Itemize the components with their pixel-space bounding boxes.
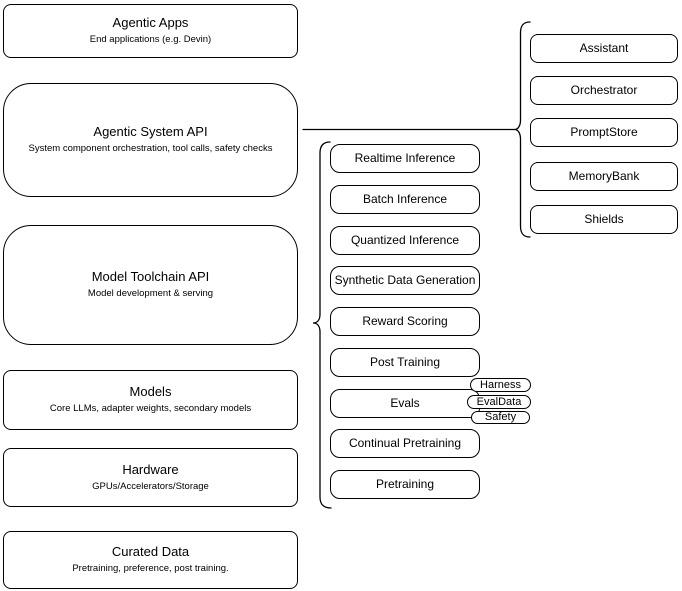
box-agentic-system-api: Agentic System API System component orch…: [3, 83, 298, 197]
node-subtitle: Core LLMs, adapter weights, secondary mo…: [49, 403, 252, 414]
toolchain-item-quantized-inference: Quantized Inference: [330, 226, 480, 255]
component-orchestrator: Orchestrator: [530, 76, 678, 105]
node-title: Curated Data: [111, 544, 190, 560]
toolchain-item-pretraining: Pretraining: [330, 470, 480, 499]
box-model-toolchain-api: Model Toolchain API Model development & …: [3, 225, 298, 345]
box-agentic-apps: Agentic Apps End applications (e.g. Devi…: [3, 4, 298, 58]
component-promptstore: PromptStore: [530, 118, 678, 147]
toolchain-item-post-training: Post Training: [330, 348, 480, 377]
node-subtitle: End applications (e.g. Devin): [89, 34, 212, 45]
components-brace: [514, 21, 531, 238]
node-title: Hardware: [122, 461, 179, 477]
toolchain-item-realtime-inference: Realtime Inference: [330, 144, 480, 173]
toolchain-item-continual-pretraining: Continual Pretraining: [330, 429, 480, 458]
node-title: Models: [129, 384, 172, 400]
component-assistant: Assistant: [530, 34, 678, 63]
box-models: Models Core LLMs, adapter weights, secon…: [3, 370, 298, 430]
component-shields: Shields: [530, 205, 678, 234]
node-title: Model Toolchain API: [91, 269, 210, 285]
box-curated-data: Curated Data Pretraining, preference, po…: [3, 531, 298, 589]
component-memorybank: MemoryBank: [530, 162, 678, 191]
toolchain-item-reward-scoring: Reward Scoring: [330, 307, 480, 336]
eval-tag-harness: Harness: [470, 378, 531, 392]
eval-tag-evaldata: EvalData: [467, 395, 531, 409]
node-subtitle: GPUs/Accelerators/Storage: [92, 480, 209, 492]
toolchain-item-synthetic-data-generation: Synthetic Data Generation: [330, 266, 480, 295]
box-hardware: Hardware GPUs/Accelerators/Storage: [3, 448, 298, 507]
eval-tag-safety: Safety: [471, 411, 530, 424]
node-title: Agentic Apps: [112, 15, 189, 31]
node-subtitle: Model development & serving: [87, 288, 214, 299]
node-title: Agentic System API: [93, 124, 208, 140]
toolchain-item-batch-inference: Batch Inference: [330, 185, 480, 214]
toolchain-item-evals: Evals: [330, 389, 480, 418]
toolchain-brace: [312, 141, 332, 509]
node-subtitle: System component orchestration, tool cal…: [28, 143, 273, 154]
node-subtitle: Pretraining, preference, post training.: [72, 563, 229, 574]
